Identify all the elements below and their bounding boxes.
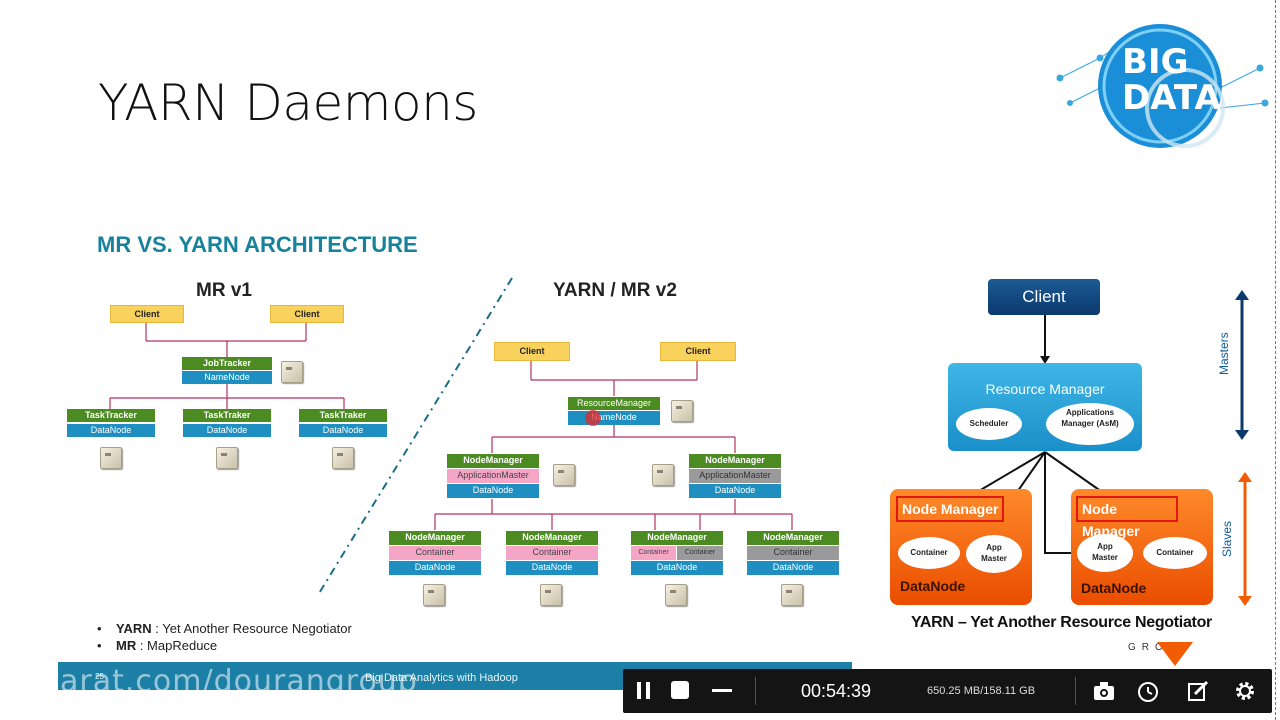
storage-readout: 650.25 MB/158.11 GB	[927, 685, 1036, 697]
diagram-connectors	[109, 277, 793, 596]
yarn-caption: YARN – Yet Another Resource Negotiator	[911, 614, 1212, 631]
yarn-mr-v2-heading: YARN / MR v2	[553, 280, 677, 301]
slaves-label: Slaves	[1220, 520, 1234, 557]
yarn-mr-datanode-left: DataNode	[447, 484, 539, 498]
datanode-right-label: DataNode	[1081, 580, 1147, 596]
yarn-mr-client-2: Client	[660, 342, 736, 361]
mr-datanode-1: DataNode	[67, 424, 155, 437]
yarn-mr-resourcemanager: ResourceManager	[568, 397, 660, 410]
app-master-left: App Master	[966, 535, 1022, 573]
orange-marker-icon	[1157, 642, 1193, 666]
server-icon	[781, 584, 803, 606]
section-heading: MR VS. YARN ARCHITECTURE	[97, 232, 418, 257]
page-number: 25	[95, 672, 104, 681]
logo-text: BIG DATA	[1122, 42, 1221, 118]
yarn-mr-nodemanager-left: NodeManager	[447, 454, 539, 468]
yarn-mr-dn-1: DataNode	[389, 561, 481, 575]
container-left: Container	[898, 537, 960, 569]
recording-time: 00:54:39	[801, 681, 872, 701]
yarn-mr-dn-2: DataNode	[506, 561, 598, 575]
mr-v1-heading: MR v1	[196, 280, 252, 301]
server-icon	[553, 464, 575, 486]
datanode-left-label: DataNode	[900, 578, 966, 594]
yarn-mr-appmaster-left: ApplicationMaster	[447, 469, 539, 483]
divider	[755, 677, 756, 705]
server-icon	[100, 447, 122, 469]
yarn-mr-container-4: Container	[747, 546, 839, 560]
yarn-mr-nm-3: NodeManager	[631, 531, 723, 545]
container-right: Container	[1143, 537, 1207, 569]
yarn-mr-container-2: Container	[506, 546, 598, 560]
yarn-mr-container-3a: Container	[631, 546, 676, 560]
server-icon	[665, 584, 687, 606]
slide-edge	[1275, 0, 1280, 720]
stop-button[interactable]	[671, 681, 689, 699]
yarn-mr-datanode-right: DataNode	[689, 484, 781, 498]
minimize-button[interactable]	[712, 689, 732, 692]
mr-jobtracker: JobTracker	[182, 357, 272, 370]
yarn-mr-client-1: Client	[494, 342, 570, 361]
yarn-mr-namenode: NameNode	[568, 411, 660, 425]
mr-tasktracker-3: TaskTraker	[299, 409, 387, 422]
mr-namenode: NameNode	[182, 371, 272, 384]
cursor-highlight	[585, 410, 601, 426]
bullet-item: • YARN : Yet Another Resource Negotiator	[97, 621, 352, 636]
yarn-mr-nm-1: NodeManager	[389, 531, 481, 545]
mr-datanode-2: DataNode	[183, 424, 271, 437]
server-icon	[281, 361, 303, 383]
pause-button[interactable]	[635, 680, 653, 702]
definition-list: • YARN : Yet Another Resource Negotiator…	[97, 620, 352, 654]
mr-datanode-3: DataNode	[299, 424, 387, 437]
mr-client-1: Client	[110, 305, 184, 323]
server-icon	[332, 447, 354, 469]
server-icon	[652, 464, 674, 486]
timer-icon[interactable]	[1136, 679, 1160, 703]
node-manager-left-label: Node Manager	[896, 496, 1004, 522]
mr-client-2: Client	[270, 305, 344, 323]
yarn-mr-container-1: Container	[389, 546, 481, 560]
yarn-mr-container-3b: Container	[677, 546, 723, 560]
server-icon	[216, 447, 238, 469]
yarn-mr-dn-3: DataNode	[631, 561, 723, 575]
logo-group-text: GROUP	[1128, 642, 1195, 653]
yarn-mr-nodemanager-right: NodeManager	[689, 454, 781, 468]
node-manager-right-label: Node Manager	[1076, 496, 1178, 539]
yarn-mr-nm-2: NodeManager	[506, 531, 598, 545]
mr-tasktracker-2: TaskTraker	[183, 409, 271, 422]
settings-gear-icon[interactable]	[1233, 679, 1257, 703]
watermark: arat.com/dourangroup	[60, 664, 418, 699]
server-icon	[423, 584, 445, 606]
yarn-client-box: Client	[988, 279, 1100, 315]
edit-icon[interactable]	[1186, 679, 1210, 703]
applications-manager-oval: Applications Manager (AsM)	[1046, 403, 1134, 445]
divider	[1075, 677, 1076, 705]
scheduler-oval: Scheduler	[956, 408, 1022, 440]
yarn-mr-nm-4: NodeManager	[747, 531, 839, 545]
app-master-right: App Master	[1077, 534, 1133, 572]
recorder-toolbar: 00:54:39 650.25 MB/158.11 GB	[623, 669, 1272, 713]
camera-icon[interactable]	[1092, 680, 1116, 702]
footer-text: Big Data Analytics with Hadoop	[365, 672, 518, 684]
server-icon	[671, 400, 693, 422]
yarn-mr-appmaster-right: ApplicationMaster	[689, 469, 781, 483]
big-data-logo	[1056, 24, 1269, 148]
mr-tasktracker-1: TaskTracker	[67, 409, 155, 422]
resource-manager-label: Resource Manager	[985, 381, 1105, 397]
yarn-mr-dn-4: DataNode	[747, 561, 839, 575]
slide-title: YARN Daemons	[98, 74, 478, 132]
masters-label: Masters	[1217, 332, 1231, 375]
bullet-item: • MR : MapReduce	[97, 638, 218, 653]
server-icon	[540, 584, 562, 606]
